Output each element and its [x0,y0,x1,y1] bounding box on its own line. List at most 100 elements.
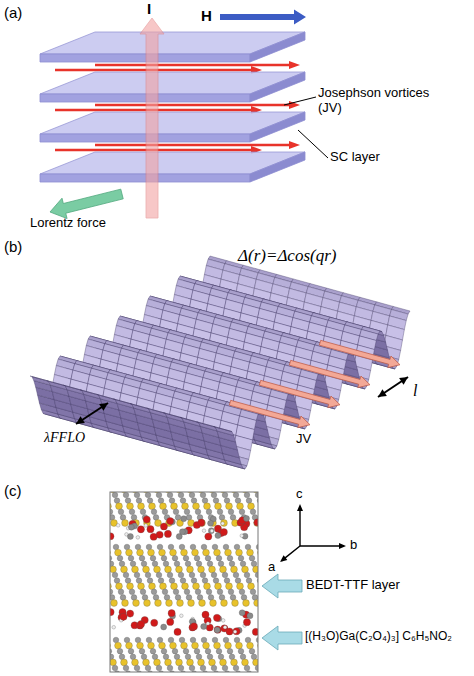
atom [152,561,158,567]
atom [122,520,129,527]
atom [224,498,230,504]
atom [136,536,140,540]
atom [172,555,178,561]
atom [185,654,191,660]
atom [212,637,218,643]
atom [235,498,241,504]
callout-label: Josephson vortices (JV) [318,86,448,116]
atom [216,648,222,654]
atom [208,528,214,534]
atom [238,648,244,654]
atom [223,625,227,629]
atom [186,515,192,521]
atom [166,600,173,607]
atom [113,544,119,550]
atom [173,589,179,595]
atom [124,637,130,643]
atom [190,637,196,643]
surface-cell [80,390,99,395]
atom [222,572,228,578]
atom [247,642,254,649]
atom [138,503,145,510]
atom [198,659,205,666]
atom [129,509,135,515]
atom [146,544,152,550]
atom [230,515,236,521]
vortex-arrow [259,380,340,407]
vortex-arrow [229,400,310,427]
atom [230,595,236,601]
atom [151,509,157,515]
atom [163,654,169,660]
atom [236,549,243,556]
atom [190,623,197,630]
atom [207,654,213,660]
atom [160,503,167,510]
atom [237,503,244,510]
surface-cell [213,426,232,431]
atom [242,566,249,573]
atom [167,618,174,625]
atom [139,555,145,561]
atom [132,566,139,573]
callout-label: JV [296,432,311,447]
surface-cell [147,408,166,413]
atom [245,637,251,643]
atom [191,498,197,504]
unit-cell [110,492,258,672]
atom [217,589,223,595]
atom [134,665,140,671]
atom [176,659,183,666]
atom [239,589,245,595]
atom [157,544,163,550]
atom [167,517,174,524]
layered-superconductor [40,10,328,219]
atom [180,614,184,618]
atom [128,648,134,654]
atom [244,572,250,578]
atom [127,583,134,590]
atom [178,492,184,498]
atom [201,624,207,630]
atom [202,498,208,504]
atom [243,619,250,626]
atom [185,561,191,567]
atom [119,561,125,567]
layer-front [40,54,250,62]
atom [243,600,250,607]
atom [165,566,172,573]
surface-cell [130,404,149,409]
atom [163,561,169,567]
atom [249,555,255,561]
spacing-dimension-head [378,389,387,397]
atom [136,578,142,584]
atom [131,515,137,521]
atom [150,555,156,561]
atom [184,589,190,595]
atom [187,659,194,666]
atom [118,589,124,595]
atom [214,549,221,556]
atom [221,600,228,607]
atom [115,549,122,556]
atom [115,642,122,649]
atom [156,492,162,498]
atom [205,648,211,654]
atom [211,492,217,498]
atom [142,595,148,601]
atom [229,561,235,567]
atom [167,492,173,498]
atom [221,619,225,623]
atom [251,561,257,567]
atom [233,628,240,635]
atom [213,614,220,621]
atom [209,659,216,666]
atom [164,595,170,601]
atom [158,498,164,504]
atom [244,492,250,498]
atom [110,659,116,666]
atom [207,561,213,567]
wavelength-dimension-head [99,403,108,411]
atom [245,544,251,550]
